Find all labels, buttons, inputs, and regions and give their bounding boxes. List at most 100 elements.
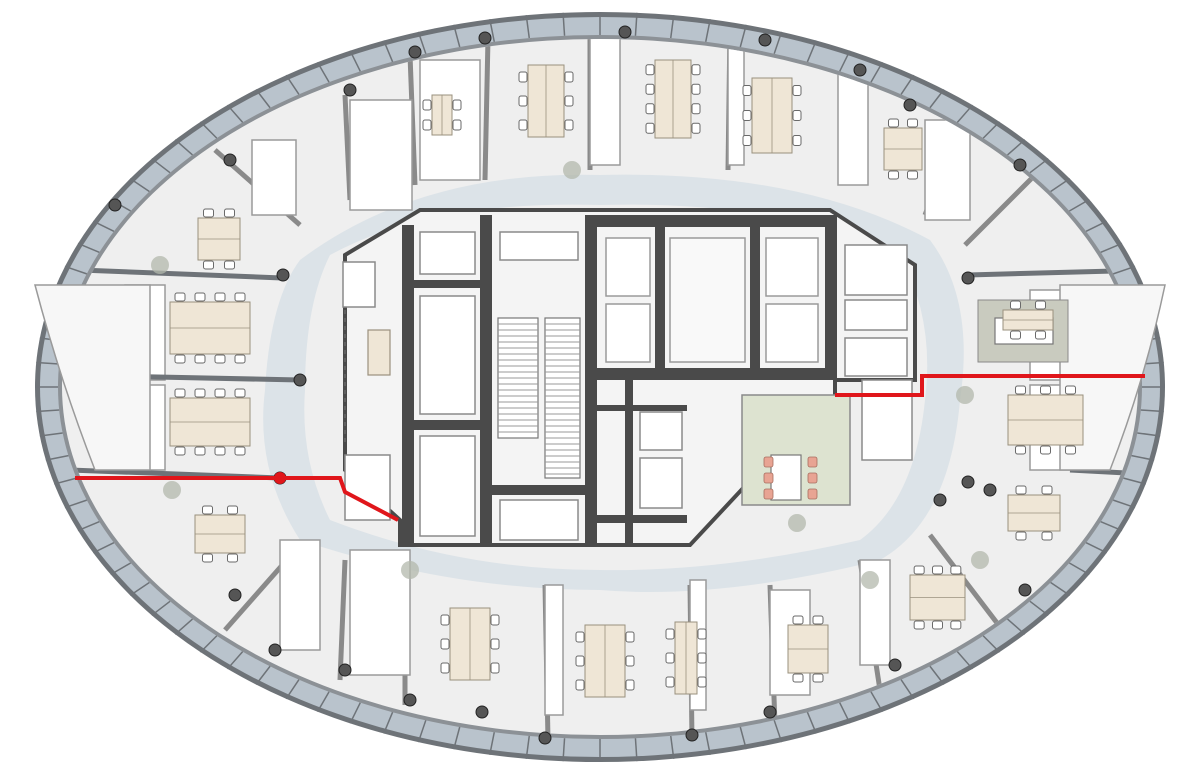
facade-mullion — [36, 409, 60, 413]
chair-icon — [812, 615, 824, 625]
column-icon — [268, 643, 282, 657]
chair-icon — [691, 103, 701, 115]
chair-icon — [932, 565, 943, 575]
facade-mullion — [670, 15, 675, 39]
chair-icon — [575, 655, 585, 667]
chair-icon — [792, 135, 802, 146]
chair-icon — [422, 99, 432, 111]
core-wall — [480, 215, 492, 545]
office-panel — [727, 39, 745, 166]
chair-icon — [490, 662, 500, 674]
core-partition — [861, 379, 913, 461]
column-icon — [223, 153, 237, 167]
lift-car — [605, 237, 651, 297]
facade-mullion — [1069, 562, 1090, 576]
facade-mullion — [316, 691, 330, 713]
reception-desk — [344, 454, 391, 521]
column-icon — [618, 25, 632, 39]
column-icon — [983, 483, 997, 497]
chair-icon — [742, 135, 752, 146]
chair-icon — [194, 354, 206, 364]
facade-mullion — [525, 735, 530, 759]
chair-icon — [950, 565, 962, 575]
service-room — [639, 457, 683, 509]
facade-mullion — [1140, 409, 1164, 413]
chair-icon — [214, 388, 226, 398]
partition-wall — [482, 39, 491, 181]
facade-mullion — [1100, 242, 1123, 253]
facade-mullion — [1100, 521, 1123, 532]
core-wall — [585, 215, 597, 545]
column-icon — [933, 493, 947, 507]
core-wall — [414, 280, 480, 288]
facade-mullion — [1112, 499, 1136, 509]
facade-mullion — [1137, 432, 1161, 437]
lounge-chair — [763, 472, 774, 484]
facade-mullion — [839, 50, 851, 72]
facade-mullion — [956, 651, 974, 670]
facade-mullion — [1069, 198, 1090, 212]
facade-mullion — [64, 265, 88, 275]
facade-mullion — [900, 679, 915, 700]
column-icon — [763, 705, 777, 719]
column-icon — [685, 728, 699, 742]
facade-mullion — [417, 31, 427, 54]
chair-icon — [174, 354, 186, 364]
facade-mullion — [36, 361, 60, 365]
service-room — [844, 299, 908, 331]
facade-mullion — [773, 31, 783, 54]
desk-icon — [197, 208, 241, 270]
facade-mullion — [39, 432, 63, 437]
split-line-node — [274, 472, 286, 484]
chair-icon — [792, 85, 802, 96]
facade-mullion — [489, 732, 495, 755]
chair-icon — [625, 655, 635, 667]
facade-mullion — [151, 158, 171, 174]
chair-icon — [575, 679, 585, 691]
column-icon — [758, 33, 772, 47]
facade-mullion — [739, 726, 747, 750]
facade-mullion — [705, 732, 711, 755]
facade-mullion — [417, 720, 427, 743]
facade-mullion — [174, 139, 193, 156]
chair-icon — [742, 85, 752, 96]
chair-icon — [1015, 445, 1026, 455]
chair-icon — [224, 208, 235, 218]
plant-icon — [563, 161, 581, 179]
facade-mullion — [77, 521, 100, 532]
office-panel — [349, 549, 411, 676]
chair-icon — [792, 673, 804, 683]
plant-icon — [163, 481, 181, 499]
chair-icon — [440, 662, 450, 674]
west-breakout — [342, 261, 391, 521]
chair-icon — [1041, 531, 1053, 541]
desk-icon — [742, 77, 802, 154]
core-wall — [402, 225, 414, 545]
service-room — [844, 337, 908, 377]
desk-icon — [645, 59, 701, 139]
wing-divider — [79, 267, 283, 281]
service-rooms — [419, 231, 908, 541]
column-icon — [538, 731, 552, 745]
facade-mullion — [1085, 542, 1108, 554]
desk-icon — [787, 615, 829, 683]
chair-icon — [518, 119, 528, 131]
column-icon — [228, 588, 242, 602]
chair-icon — [1041, 485, 1053, 495]
chair-icon — [234, 292, 246, 302]
core-wall — [597, 515, 687, 523]
service-room — [419, 295, 476, 415]
chair-icon — [907, 170, 918, 180]
facade-mullion — [900, 74, 915, 95]
west-lobby — [34, 284, 151, 471]
facade-mullion — [489, 19, 495, 42]
chair-icon — [194, 388, 206, 398]
chair-icon — [1040, 445, 1051, 455]
facade-mullion — [929, 89, 945, 109]
column-icon — [343, 83, 357, 97]
facade-mullion — [255, 89, 271, 109]
facade-mullion — [349, 50, 361, 72]
lounge-chair — [807, 488, 818, 500]
chair-icon — [575, 631, 585, 643]
chair-icon — [214, 446, 226, 456]
